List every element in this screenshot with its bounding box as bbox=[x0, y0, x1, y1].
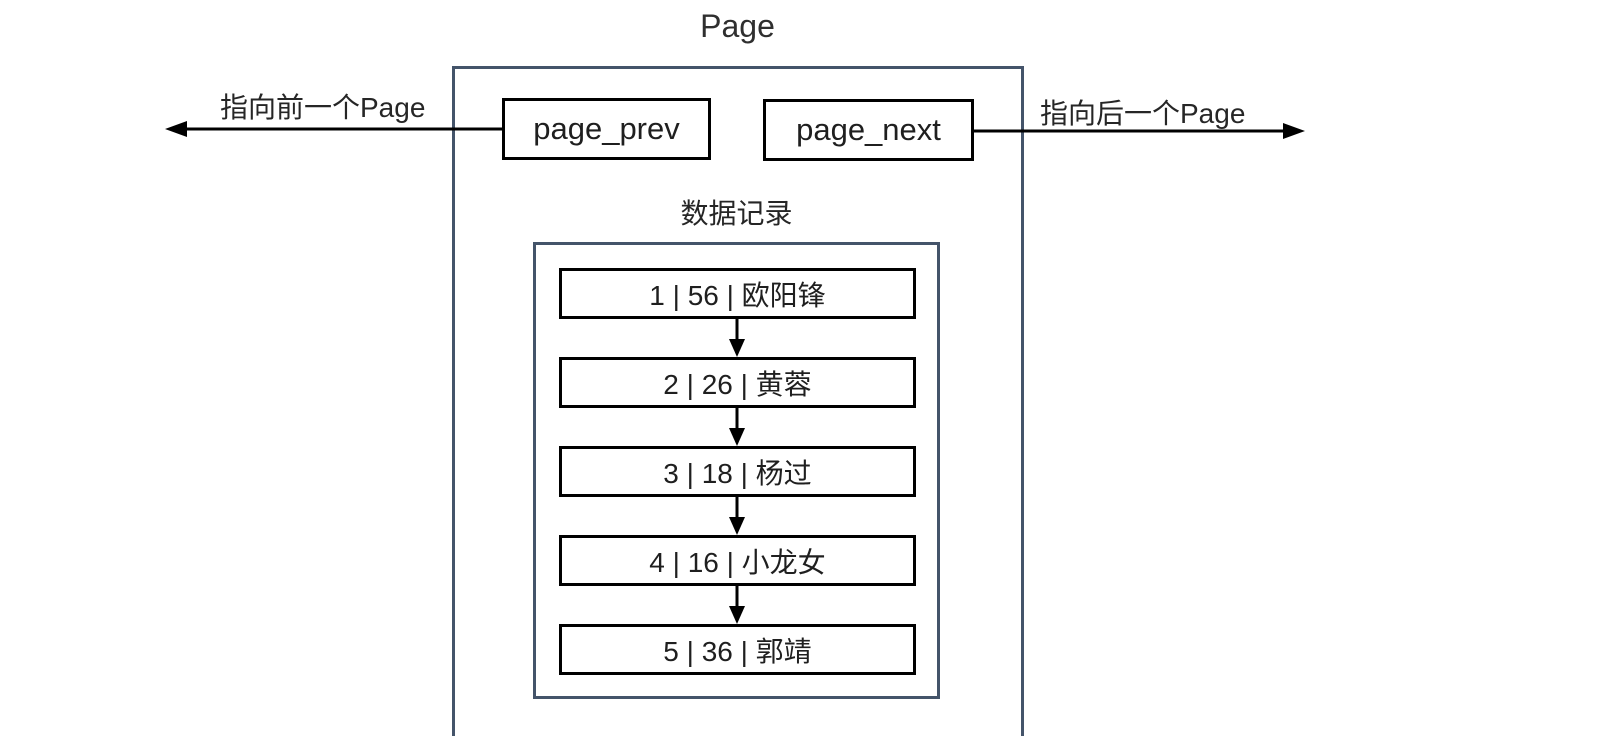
page-prev-box: page_prev bbox=[502, 98, 711, 160]
record-text: 3 | 18 | 杨过 bbox=[663, 457, 812, 489]
page-next-box: page_next bbox=[763, 99, 974, 161]
record-text: 1 | 56 | 欧阳锋 bbox=[649, 279, 826, 311]
page-container-box bbox=[452, 66, 1024, 736]
record-row: 4 | 16 | 小龙女 bbox=[559, 535, 916, 586]
page-prev-label: page_prev bbox=[533, 111, 680, 146]
record-text: 2 | 26 | 黄蓉 bbox=[663, 368, 812, 400]
page-next-label: page_next bbox=[796, 112, 941, 147]
record-text: 4 | 16 | 小龙女 bbox=[649, 546, 826, 578]
records-container-box bbox=[533, 242, 940, 699]
record-row: 5 | 36 | 郭靖 bbox=[559, 624, 916, 675]
record-row: 3 | 18 | 杨过 bbox=[559, 446, 916, 497]
record-row: 2 | 26 | 黄蓉 bbox=[559, 357, 916, 408]
page-title: Page bbox=[700, 8, 775, 44]
record-text: 5 | 36 | 郭靖 bbox=[663, 635, 812, 667]
records-section-label: 数据记录 bbox=[680, 198, 793, 229]
record-row: 1 | 56 | 欧阳锋 bbox=[559, 268, 916, 319]
next-arrow-label: 指向后一个Page bbox=[1040, 98, 1246, 129]
prev-arrow-label: 指向前一个Page bbox=[220, 92, 426, 123]
